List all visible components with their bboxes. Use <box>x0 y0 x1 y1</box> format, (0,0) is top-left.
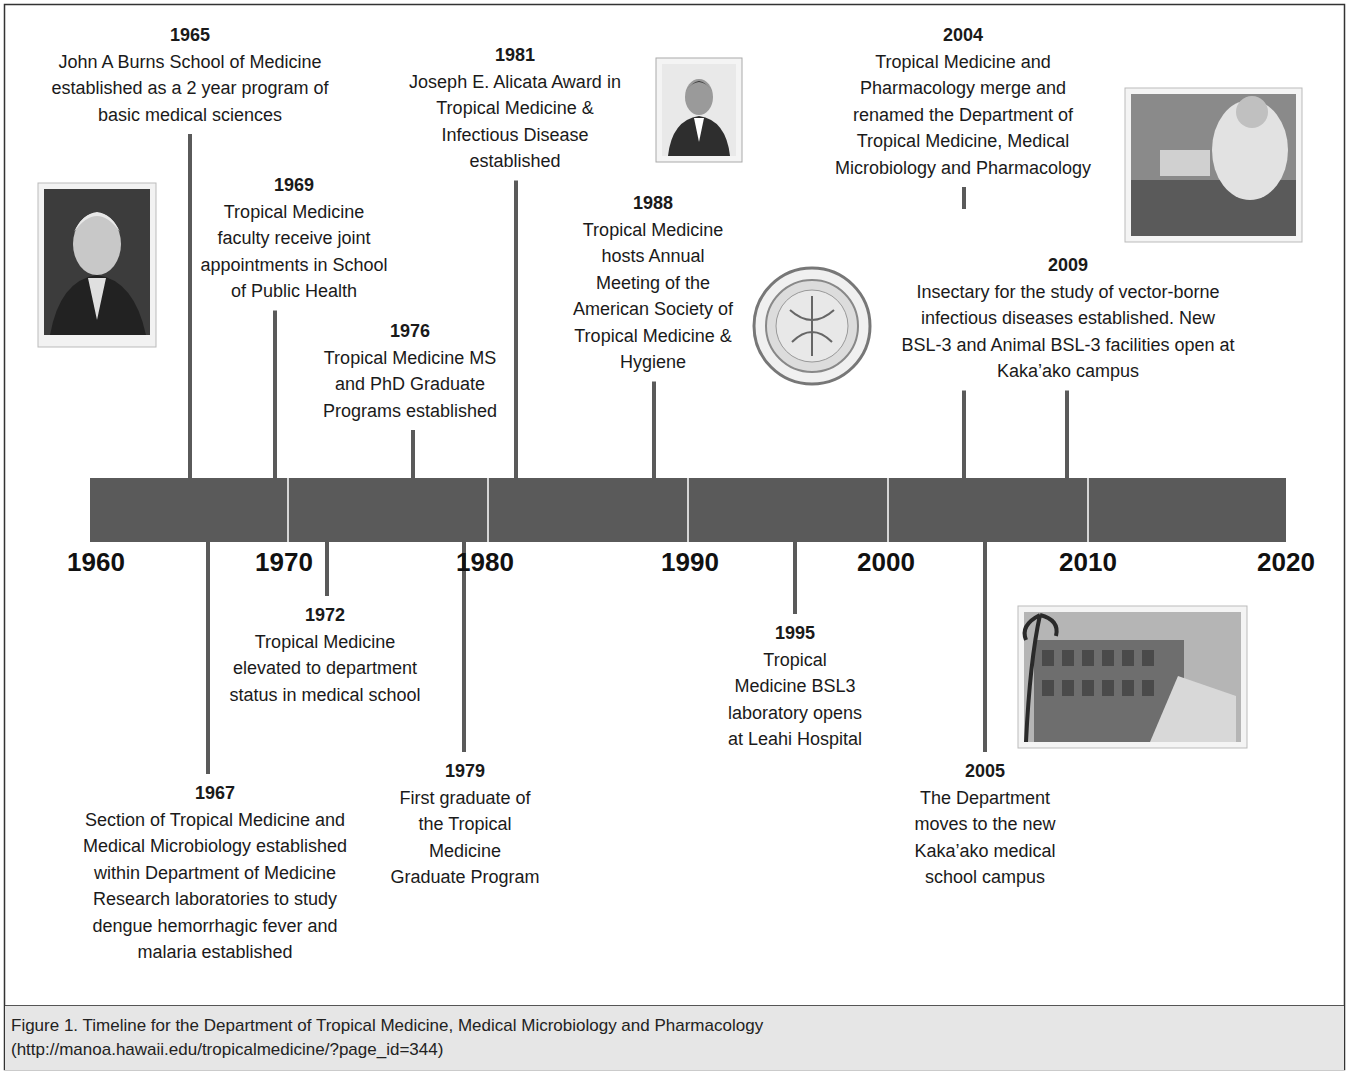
event-group: 2009Insectary for the study of vector-bo… <box>901 252 1235 385</box>
photo-ground <box>1131 94 1296 236</box>
event-year: 2009 <box>901 252 1235 279</box>
event-text: The Department moves to the new Kaka’ako… <box>893 785 1077 891</box>
photo-frame <box>1018 606 1247 748</box>
event-lines <box>190 134 1067 774</box>
lab-photo <box>1125 88 1302 242</box>
portrait-photo <box>656 58 742 162</box>
photo-ground <box>44 189 150 335</box>
photo-frame <box>1125 88 1302 242</box>
event-year: 2004 <box>832 22 1094 49</box>
decade-divider <box>487 478 489 542</box>
event-line <box>206 542 210 774</box>
society-seal <box>754 268 870 384</box>
photo-figure <box>88 278 106 320</box>
photo-sign <box>1150 676 1236 742</box>
event-group: 1981Joseph E. Alicata Award in Tropical … <box>399 42 631 175</box>
seal-ring <box>776 290 848 362</box>
event-line <box>411 430 415 478</box>
event-group: 1976Tropical Medicine MS and PhD Graduat… <box>314 318 506 424</box>
caption-band: Figure 1. Timeline for the Department of… <box>5 1005 1344 1070</box>
event-text: Section of Tropical Medicine and Medical… <box>65 807 365 966</box>
event-group: 2005The Department moves to the new Kaka… <box>893 758 1077 891</box>
event-text: Tropical Medicine faculty receive joint … <box>200 199 388 305</box>
event-group: 1995Tropical Medicine BSL3 laboratory op… <box>726 620 864 753</box>
photo-frame <box>38 183 156 347</box>
event-year: 1972 <box>225 602 425 629</box>
seal-ring <box>766 280 858 372</box>
axis-year: 2000 <box>831 547 941 577</box>
decade-dividers <box>288 478 1088 542</box>
event-line <box>514 181 518 479</box>
decade-divider <box>887 478 889 542</box>
photo-figure <box>694 118 704 142</box>
event-group: 1988Tropical Medicine hosts Annual Meeti… <box>572 190 734 376</box>
event-text: Tropical Medicine BSL3 laboratory opens … <box>726 647 864 753</box>
event-year: 1965 <box>44 22 336 49</box>
photo-frame <box>656 58 742 162</box>
event-line <box>962 391 966 479</box>
event-group: 2004Tropical Medicine and Pharmacology m… <box>832 22 1094 181</box>
photo-figure <box>668 116 730 156</box>
photo-figure <box>1236 96 1268 128</box>
event-text: Tropical Medicine MS and PhD Graduate Pr… <box>314 345 506 425</box>
event-text: First graduate of the Tropical Medicine … <box>390 785 540 891</box>
event-year: 1995 <box>726 620 864 647</box>
event-text: Insectary for the study of vector-borne … <box>901 279 1235 385</box>
event-year: 1967 <box>65 780 365 807</box>
decade-divider <box>687 478 689 542</box>
event-group: 1979First graduate of the Tropical Medic… <box>390 758 540 891</box>
photo-ground <box>662 64 736 156</box>
axis-year: 2020 <box>1231 547 1341 577</box>
event-text: Tropical Medicine and Pharmacology merge… <box>832 49 1094 182</box>
event-line <box>325 542 329 596</box>
event-line <box>962 187 966 209</box>
event-text: John A Burns School of Medicine establis… <box>44 49 336 129</box>
event-group: 1965John A Burns School of Medicine esta… <box>44 22 336 128</box>
event-year: 1988 <box>572 190 734 217</box>
event-group: 1972Tropical Medicine elevated to depart… <box>225 602 425 708</box>
event-year: 1969 <box>200 172 388 199</box>
axis-year: 1980 <box>430 547 540 577</box>
building-photo <box>1018 606 1247 748</box>
seal-ring <box>754 268 870 384</box>
axis-year: 1990 <box>635 547 745 577</box>
event-line <box>188 134 192 478</box>
timeline-bar <box>90 478 1286 542</box>
event-line <box>273 311 277 479</box>
seal-emblem <box>790 296 834 356</box>
figure-caption: Figure 1. Timeline for the Department of… <box>5 1006 879 1062</box>
event-line <box>983 542 987 752</box>
portrait-photo <box>38 183 156 347</box>
photo-windows <box>1042 650 1154 696</box>
event-year: 1976 <box>314 318 506 345</box>
event-line <box>1065 391 1069 479</box>
event-year: 2005 <box>893 758 1077 785</box>
photo-palm <box>1025 615 1057 742</box>
event-group: 1969Tropical Medicine faculty receive jo… <box>200 172 388 305</box>
photo-figure <box>50 275 146 335</box>
photo-figure <box>685 81 713 92</box>
photo-equipment <box>1160 150 1210 176</box>
event-text: Joseph E. Alicata Award in Tropical Medi… <box>399 69 631 175</box>
photo-sky <box>1024 612 1241 742</box>
decade-divider <box>1087 478 1089 542</box>
event-year: 1981 <box>399 42 631 69</box>
figure-frame <box>5 5 1345 1070</box>
event-line <box>652 382 656 479</box>
event-line <box>793 542 797 614</box>
axis-year: 2010 <box>1033 547 1143 577</box>
event-year: 1979 <box>390 758 540 785</box>
photo-figure <box>73 213 121 275</box>
photo-figure <box>74 212 120 232</box>
event-text: Tropical Medicine hosts Annual Meeting o… <box>572 217 734 376</box>
decade-divider <box>287 478 289 542</box>
event-group: 1967Section of Tropical Medicine and Med… <box>65 780 365 966</box>
axis-year: 1970 <box>229 547 339 577</box>
axis-year: 1960 <box>41 547 151 577</box>
event-text: Tropical Medicine elevated to department… <box>225 629 425 709</box>
photo-figure <box>685 79 713 115</box>
